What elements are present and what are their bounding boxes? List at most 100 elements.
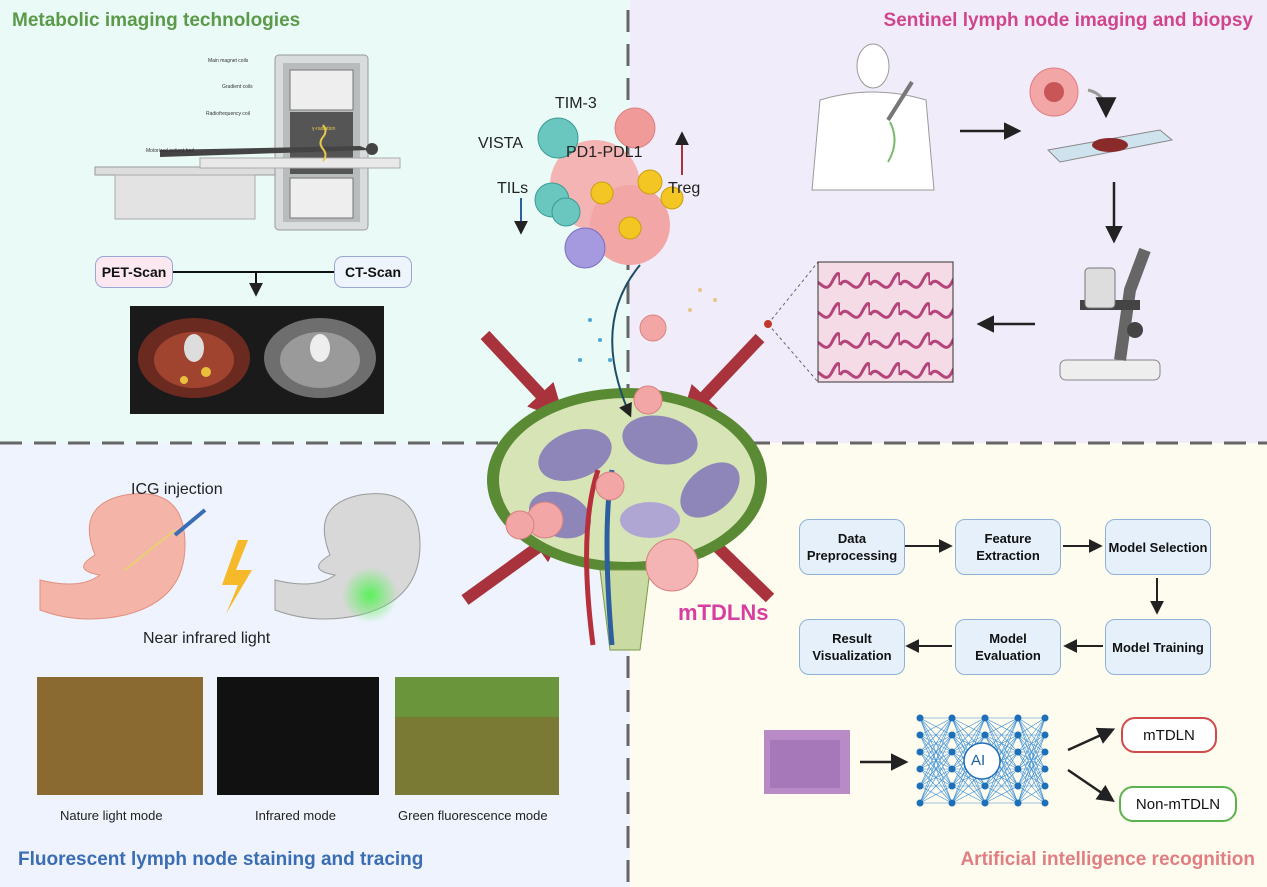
nn-edge xyxy=(984,785,1019,804)
lightning-icon xyxy=(222,540,252,614)
pet-ct-scanner-illustration xyxy=(94,54,401,231)
nn-edge xyxy=(1017,717,1046,753)
title-metabolic: Metabolic imaging technologies xyxy=(12,10,301,31)
nn-edge xyxy=(919,717,953,770)
nn-node xyxy=(948,765,956,773)
caption-green-fluorescence: Green fluorescence mode xyxy=(398,808,548,823)
nn-node xyxy=(1014,748,1022,756)
nn-edge xyxy=(919,717,953,736)
nn-edge xyxy=(984,734,1019,804)
nn-node xyxy=(1041,714,1049,722)
output-mtdln: mTDLN xyxy=(1121,717,1217,753)
nn-node xyxy=(1014,782,1022,790)
nn-node xyxy=(916,748,924,756)
nn-edge xyxy=(951,717,986,770)
ai-pipeline-arrows xyxy=(905,539,1164,653)
nn-node xyxy=(1041,765,1049,773)
nn-edge xyxy=(919,768,953,804)
label-main-magnet: Main magnet coils xyxy=(208,58,249,64)
nn-edge xyxy=(919,717,953,804)
output-non-mtdln: Non-mTDLN xyxy=(1119,786,1237,822)
nn-node xyxy=(1014,714,1022,722)
nn-node xyxy=(916,765,924,773)
nn-edge xyxy=(919,785,953,804)
label-nir: Near infrared light xyxy=(143,630,271,647)
nn-node xyxy=(916,782,924,790)
patient-illustration xyxy=(811,43,935,191)
title-fluorescent: Fluorescent lymph node staining and trac… xyxy=(18,849,424,870)
nn-node xyxy=(948,748,956,756)
label-tils: TILs xyxy=(497,180,529,197)
nn-node xyxy=(948,731,956,739)
label-pd1: PD1-PDL1 xyxy=(566,144,643,161)
label-tim3: TIM-3 xyxy=(555,95,597,112)
nn-edge xyxy=(919,717,953,787)
pet-scan-label: PET-Scan xyxy=(95,256,173,288)
nn-edge xyxy=(919,717,953,753)
nn-node xyxy=(948,782,956,790)
nn-edge xyxy=(1017,717,1046,787)
title-ai: Artificial intelligence recognition xyxy=(960,849,1255,870)
step-model-selection: Model Selection xyxy=(1105,519,1211,575)
label-gamma: γ-radiation xyxy=(312,126,336,132)
tumor-cell-clusters xyxy=(505,314,699,592)
nn-edge xyxy=(919,751,953,804)
nn-edge xyxy=(1017,751,1046,804)
nn-node xyxy=(948,714,956,722)
histology-thumbnail xyxy=(764,730,850,794)
nn-node xyxy=(1014,765,1022,773)
label-rf: Radiofrequency coil xyxy=(206,111,250,117)
nn-node xyxy=(981,782,989,790)
label-mtdlns: mTDLNs xyxy=(678,600,769,625)
nn-node xyxy=(1041,799,1049,807)
histology-image xyxy=(764,261,954,383)
tumor-microenvironment xyxy=(514,107,717,418)
nn-node xyxy=(1041,782,1049,790)
nn-edge xyxy=(951,785,986,804)
stomach-fluorescent-illustration xyxy=(274,493,421,623)
nn-edge xyxy=(1017,734,1046,804)
label-gradient: Gradient coils xyxy=(222,84,253,90)
step-data-preprocessing: Data Preprocessing xyxy=(799,519,905,575)
step-feature-extraction: Feature Extraction xyxy=(955,519,1061,575)
step-model-training: Model Training xyxy=(1105,619,1211,675)
nn-node xyxy=(948,799,956,807)
ai-hub-node xyxy=(963,742,1001,780)
surgery-photos xyxy=(37,677,559,795)
step-result-visualization: Result Visualization xyxy=(799,619,905,675)
tumor-cell-sample xyxy=(1029,67,1174,163)
nn-node xyxy=(981,799,989,807)
pet-ct-images xyxy=(130,306,384,414)
stomach-normal-illustration xyxy=(39,493,207,620)
nn-edge xyxy=(1017,768,1046,804)
nn-edge xyxy=(919,734,953,804)
ct-scan-label: CT-Scan xyxy=(334,256,412,288)
nn-edge xyxy=(984,717,1019,804)
nn-node xyxy=(916,731,924,739)
neural-network-illustration xyxy=(916,714,1049,807)
label-icg: ICG injection xyxy=(131,481,223,498)
nn-edge xyxy=(1017,717,1046,770)
label-vista: VISTA xyxy=(478,135,524,152)
nn-edge xyxy=(1017,717,1046,736)
nn-edge xyxy=(1017,717,1046,804)
nn-edge xyxy=(984,751,1019,804)
caption-infrared: Infrared mode xyxy=(255,808,336,823)
nn-node xyxy=(1014,799,1022,807)
nn-node xyxy=(1014,731,1022,739)
nn-edge xyxy=(951,717,986,736)
nn-edge xyxy=(951,717,986,753)
nn-node xyxy=(1041,731,1049,739)
label-bed: Motorized patient bed xyxy=(146,148,195,154)
label-treg: Treg xyxy=(668,180,701,197)
ai-node-label: AI xyxy=(971,752,986,769)
nn-edge xyxy=(984,768,1019,804)
nn-node xyxy=(916,714,924,722)
nn-node xyxy=(1041,748,1049,756)
nn-node xyxy=(981,731,989,739)
nn-node xyxy=(981,714,989,722)
nn-edge xyxy=(984,717,1019,736)
microscope-icon xyxy=(1059,247,1161,381)
nn-edge xyxy=(1017,785,1046,804)
